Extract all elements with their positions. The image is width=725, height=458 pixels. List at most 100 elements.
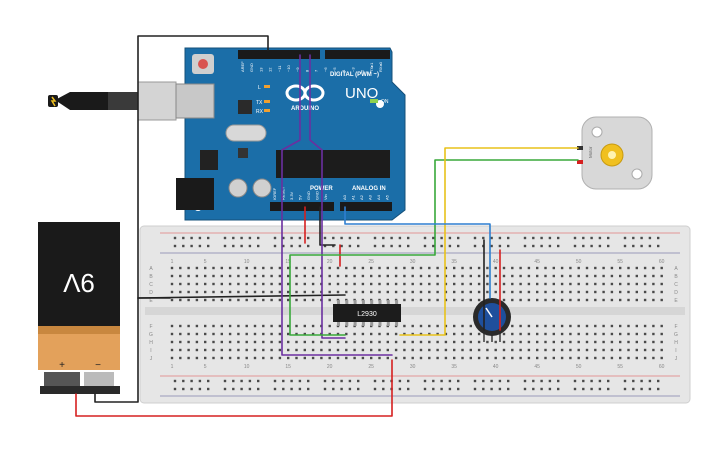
column-number: 35	[451, 364, 457, 370]
l-led-label: L	[258, 85, 261, 91]
usb-chip	[238, 100, 252, 114]
chip-pins	[337, 300, 399, 326]
column-number: 20	[327, 364, 333, 370]
row-letter: E	[149, 298, 153, 304]
wire-black-rail[interactable]	[319, 206, 336, 246]
capacitor-2	[252, 178, 272, 198]
breadboard-holes[interactable]	[170, 236, 663, 391]
column-number: 1	[171, 259, 174, 265]
wire-green-chip[interactable]	[289, 266, 346, 336]
column-number: 10	[244, 259, 250, 265]
digital-pin-label: ~3	[350, 67, 355, 72]
column-number: 5	[204, 364, 207, 370]
usb-plug	[137, 81, 177, 121]
usb-port	[175, 83, 215, 119]
wire-purple-2[interactable]	[309, 54, 346, 339]
column-number: 25	[368, 259, 374, 265]
motor-label: Motor	[588, 146, 593, 158]
row-letter: C	[149, 282, 153, 288]
row-letter: G	[674, 332, 678, 338]
wire-blue-analog[interactable]	[344, 206, 491, 299]
power-pin-label: GND	[306, 191, 311, 200]
battery-minus-terminal: −	[95, 360, 101, 371]
wire-purple-1[interactable]	[281, 54, 393, 356]
arduino-logo	[285, 84, 325, 102]
digital-pin-label: ~9	[295, 67, 300, 72]
wire-battery-positive[interactable]	[75, 359, 393, 417]
dc-motor[interactable]: Motor	[577, 116, 653, 190]
digital-pin-label: ~11	[277, 65, 282, 72]
reset-button-cap[interactable]	[198, 59, 208, 69]
column-number: 35	[451, 259, 457, 265]
column-number: 1	[171, 364, 174, 370]
analog-header[interactable]	[340, 202, 392, 211]
analog-pin-label: A5	[385, 194, 390, 200]
digital-pin-label: AREF	[240, 61, 245, 72]
analog-label: ANALOG IN	[352, 186, 386, 192]
digital-pin-label: 4	[341, 69, 346, 72]
power-pin-label: RESET	[281, 186, 286, 200]
rx-led	[264, 109, 270, 112]
column-number: 40	[493, 259, 499, 265]
digital-header-right[interactable]	[325, 50, 390, 59]
wire-yellow-motor[interactable]	[399, 147, 579, 336]
arduino-uno-board[interactable]: ARDUINO UNO DIGITAL (PWM ~) ON L TX RX P…	[176, 47, 406, 221]
digital-pin-label: GND	[249, 63, 254, 72]
column-number: 55	[617, 259, 623, 265]
row-letter: D	[674, 290, 678, 296]
power-pin-label: 3.3V	[289, 191, 294, 200]
column-number: 45	[534, 364, 540, 370]
chip-label: L2930	[357, 311, 377, 318]
row-letter: I	[675, 348, 676, 354]
digital-pin-label: 2	[360, 69, 365, 72]
battery-9v[interactable]: 9V + −	[38, 222, 120, 394]
wires[interactable]	[75, 35, 579, 417]
row-letter: G	[149, 332, 153, 338]
arduino-model-label: UNO	[345, 85, 378, 102]
column-number: 10	[244, 364, 250, 370]
power-header[interactable]	[270, 202, 334, 211]
digital-pin-label: TX▸1	[369, 62, 374, 72]
column-number: 50	[576, 259, 582, 265]
digital-pin-label: 12	[268, 67, 273, 72]
analog-pin-label: A0	[342, 194, 347, 200]
wire-battery-negative[interactable]	[94, 297, 139, 403]
row-letter: B	[149, 274, 153, 280]
potentiometer[interactable]	[473, 298, 511, 342]
digital-pin-label: 7	[314, 69, 319, 72]
wire-black-gnd[interactable]	[137, 294, 346, 299]
power-pin-label: 5V	[298, 195, 303, 200]
digital-pin-label: 8	[304, 69, 309, 72]
column-number: 25	[368, 364, 374, 370]
row-letter: C	[674, 282, 678, 288]
column-number: 40	[493, 364, 499, 370]
digital-pin-label: 13	[258, 67, 263, 72]
column-number: 55	[617, 364, 623, 370]
battery-plus-terminal: +	[59, 360, 65, 371]
row-letter: J	[150, 356, 153, 362]
wire-green-motor[interactable]	[289, 159, 579, 268]
motor-driver-chip[interactable]: L2930	[333, 300, 401, 326]
row-letter: B	[674, 274, 678, 280]
power-jack[interactable]	[176, 178, 214, 210]
capacitor-1	[228, 178, 248, 198]
row-letter: I	[150, 348, 151, 354]
on-label: ON	[381, 99, 389, 105]
analog-pin-label: A3	[368, 194, 373, 200]
row-letter: J	[675, 356, 678, 362]
digital-header-left[interactable]	[238, 50, 320, 59]
row-letter: H	[149, 340, 153, 346]
tx-led	[264, 100, 270, 103]
usb-cable[interactable]	[48, 81, 215, 121]
column-number: 60	[659, 259, 665, 265]
digital-pin-label: ~10	[286, 64, 291, 72]
power-pin-label: Vin	[323, 194, 328, 200]
